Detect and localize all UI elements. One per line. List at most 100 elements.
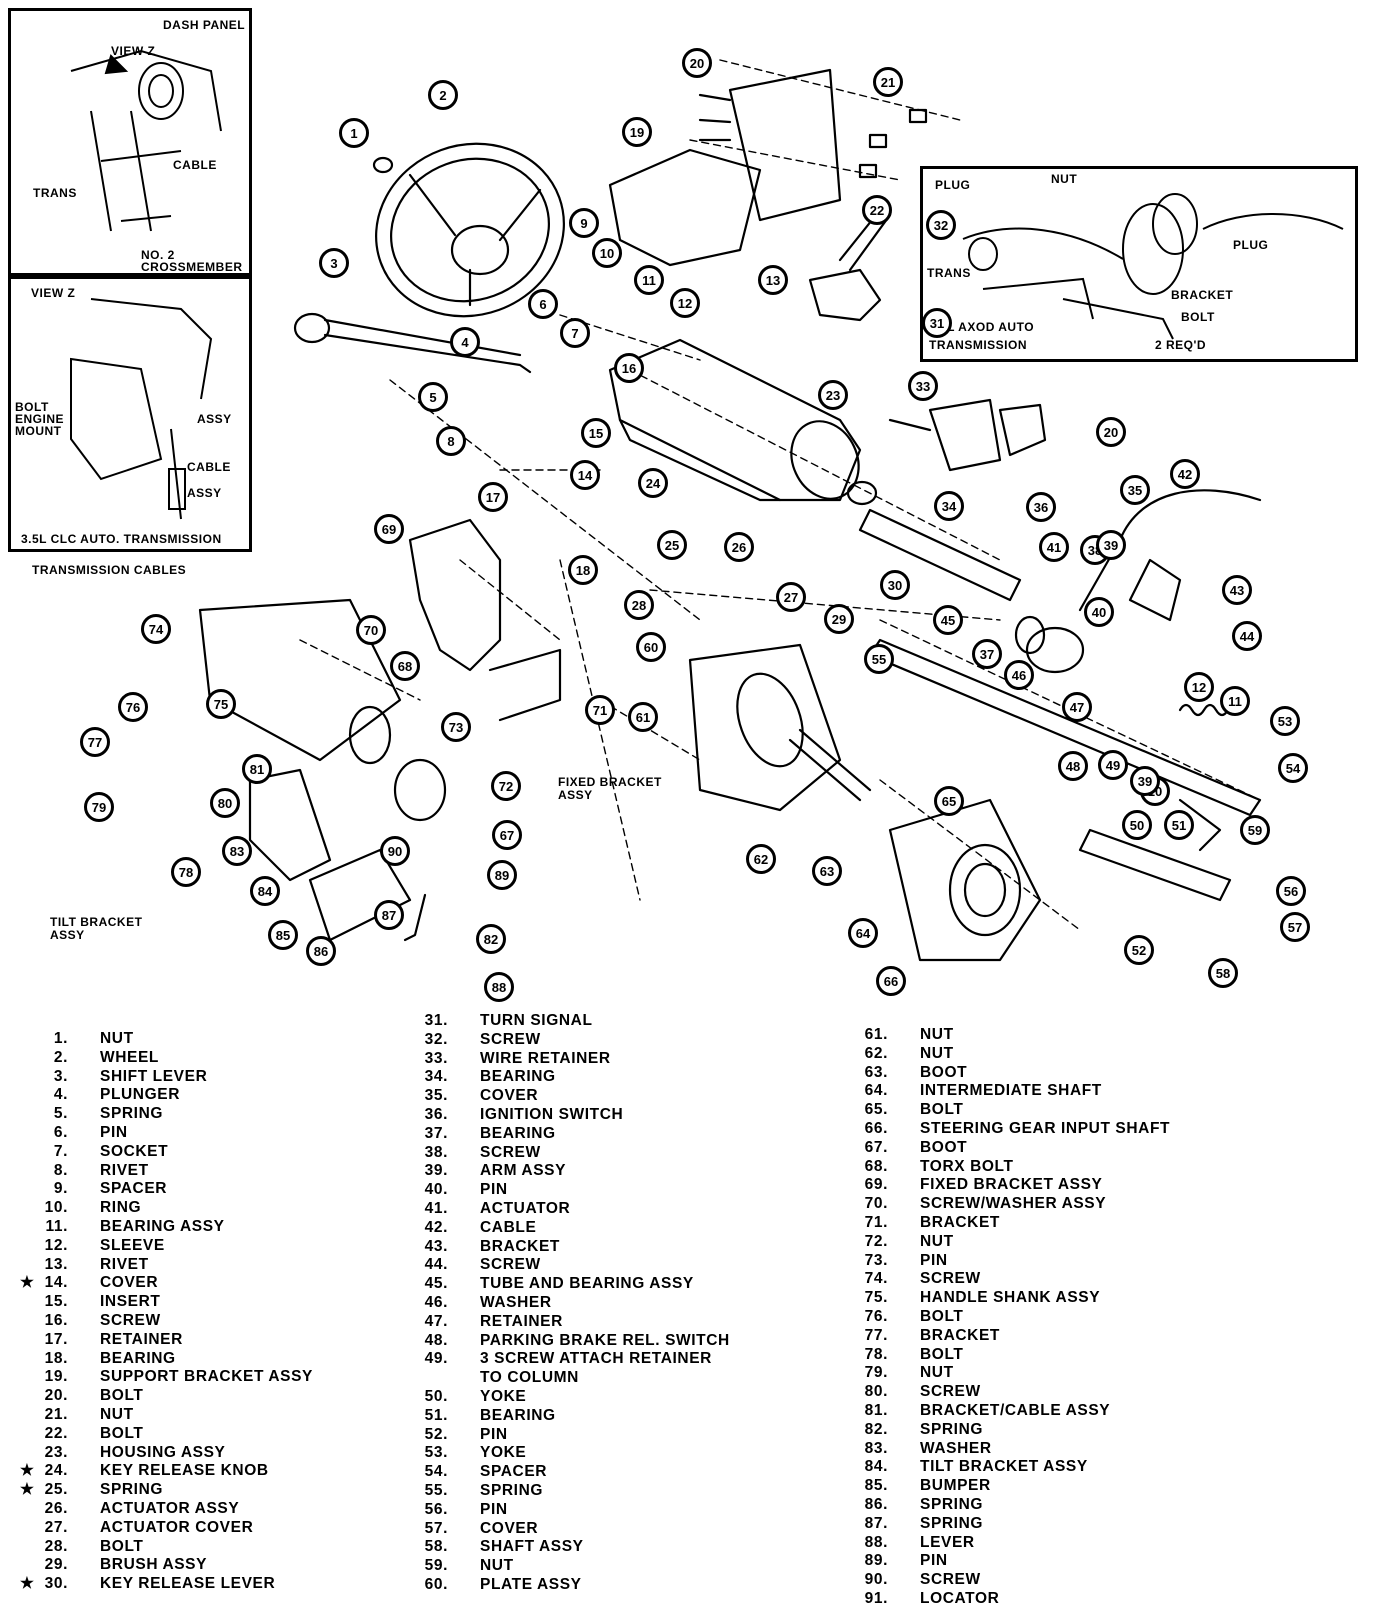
part-star-mark	[20, 1556, 34, 1575]
part-star-mark	[400, 1388, 414, 1407]
part-star-mark	[400, 1125, 414, 1144]
part-star-mark	[400, 1332, 414, 1351]
callout: 70	[356, 615, 386, 645]
part-name: PLATE ASSY	[480, 1575, 582, 1593]
part-name: BEARING	[480, 1406, 556, 1424]
callout: 7	[560, 318, 590, 348]
part-number: 73.	[864, 1251, 888, 1269]
parts-list-item: 41.ACTUATOR	[400, 1200, 730, 1219]
part-number: 67.	[864, 1138, 888, 1156]
part-number: 57.	[424, 1519, 448, 1537]
parts-list-item: 15.INSERT	[20, 1293, 313, 1312]
part-name: SHIFT LEVER	[100, 1067, 208, 1085]
part-number: 8.	[53, 1161, 68, 1179]
fixed-bracket-drawing	[408, 518, 562, 722]
callout: 41	[1039, 532, 1069, 562]
callout: 11	[1220, 686, 1250, 716]
part-star-mark	[840, 1571, 854, 1590]
part-star-mark	[400, 1557, 414, 1576]
part-star-mark	[840, 1534, 854, 1553]
part-number: 59.	[424, 1557, 448, 1575]
part-number: 77.	[864, 1326, 888, 1344]
part-star-mark	[400, 1482, 414, 1501]
inset-label: BRACKET	[1171, 288, 1234, 302]
part-number: 2.	[53, 1048, 68, 1066]
callout: 69	[374, 514, 404, 544]
callout: 50	[1122, 810, 1152, 840]
parts-list-item: 49.3 SCREW ATTACH RETAINER	[400, 1350, 730, 1369]
part-name: BEARING	[480, 1068, 556, 1086]
part-star-mark	[840, 1364, 854, 1383]
part-name: PARKING BRAKE REL. SWITCH	[480, 1331, 730, 1349]
part-number: 63.	[864, 1063, 888, 1081]
part-number: 87.	[864, 1514, 888, 1532]
part-number: 83.	[864, 1439, 888, 1457]
part-name: SCREW	[920, 1270, 981, 1288]
parts-list-item: 27.ACTUATOR COVER	[20, 1519, 313, 1538]
part-number: 27.	[44, 1518, 68, 1536]
part-number: 21.	[44, 1405, 68, 1423]
parts-list-item: 83.WASHER	[840, 1440, 1170, 1459]
part-name: BRACKET	[920, 1213, 1000, 1231]
callout: 36	[1026, 492, 1056, 522]
parts-list-item: 91.LOCATOR	[840, 1590, 1170, 1609]
steering-wheel-drawing	[375, 142, 565, 318]
callout: 43	[1222, 575, 1252, 605]
callout: 20	[1096, 417, 1126, 447]
part-star-mark	[840, 1252, 854, 1271]
inset-label: BOLT	[1181, 310, 1215, 324]
part-star-mark	[400, 1444, 414, 1463]
part-number: 56.	[424, 1500, 448, 1518]
part-number: 25.	[44, 1481, 68, 1499]
part-star-mark	[20, 1444, 34, 1463]
part-star-mark	[840, 1590, 854, 1609]
part-name: IGNITION SWITCH	[480, 1105, 624, 1123]
part-name: SCREW	[480, 1143, 541, 1161]
part-name: RING	[100, 1199, 142, 1217]
parts-list-item: 60. PLATE ASSY	[400, 1576, 730, 1595]
part-number: 60.	[424, 1575, 448, 1593]
callout: 90	[380, 836, 410, 866]
part-name: HANDLE SHANK ASSY	[920, 1289, 1101, 1307]
parts-list-item: 81.BRACKET/CABLE ASSY	[840, 1402, 1170, 1421]
part-name: SPACER	[480, 1463, 548, 1481]
parts-list-item: 5.SPRING	[20, 1105, 313, 1124]
callout: 56	[1276, 876, 1306, 906]
part-star-mark	[400, 1538, 414, 1557]
part-star-mark	[20, 1199, 34, 1218]
part-name: BRACKET	[480, 1237, 560, 1255]
part-name: SCREW	[920, 1571, 981, 1589]
part-star-mark	[840, 1327, 854, 1346]
parts-list-item: 12.SLEEVE	[20, 1237, 313, 1256]
callout: 76	[118, 692, 148, 722]
inset-label: PLUG	[935, 178, 971, 192]
parts-list-item: 77.BRACKET	[840, 1327, 1170, 1346]
callout: 53	[1270, 706, 1300, 736]
part-star-mark	[400, 1350, 414, 1369]
callout: 3	[319, 248, 349, 278]
tilt-bracket-drawing	[198, 598, 447, 942]
part-star-mark	[20, 1538, 34, 1557]
part-number: 29.	[44, 1556, 68, 1574]
part-name: PLUNGER	[100, 1086, 180, 1104]
part-name: BOLT	[100, 1387, 144, 1405]
part-name: LOCATOR	[920, 1589, 1000, 1607]
parts-list-item: 17.RETAINER	[20, 1331, 313, 1350]
part-star-mark	[20, 1068, 34, 1087]
parts-list-item: 74.SCREW	[840, 1270, 1170, 1289]
parts-list-item: 36.IGNITION SWITCH	[400, 1106, 730, 1125]
callout: 78	[171, 857, 201, 887]
part-star-mark	[400, 1501, 414, 1520]
part-number: 85.	[864, 1477, 888, 1495]
part-star-mark: ★	[20, 1462, 35, 1480]
callout: 79	[84, 792, 114, 822]
part-star-mark	[400, 1181, 414, 1200]
part-name: WIRE RETAINER	[480, 1049, 611, 1067]
inset-label: TRANSMISSION	[929, 338, 1028, 352]
inset-label: DASH PANEL	[163, 18, 246, 32]
inset-right: PLUG NUT PLUG TRANS BRACKET BOLT 3.0L AX…	[920, 166, 1358, 362]
part-number: 6.	[53, 1123, 68, 1141]
callout: 61	[628, 702, 658, 732]
part-number: 71.	[864, 1213, 888, 1231]
part-number: 78.	[864, 1345, 888, 1363]
